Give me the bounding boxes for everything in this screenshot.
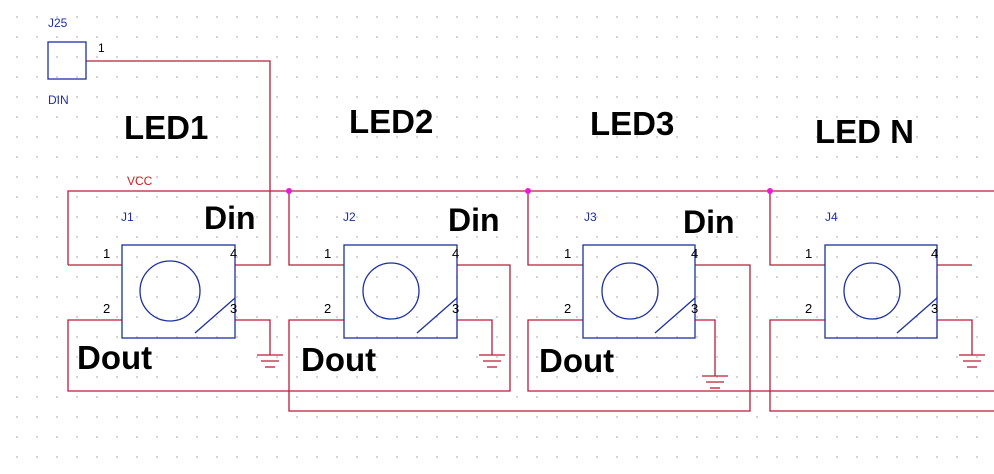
connector-label: DIN (48, 93, 69, 107)
pin-number: 3 (452, 301, 460, 316)
ground-symbol-4 (959, 340, 985, 368)
ground-symbol-1 (257, 340, 283, 368)
ref-j4: J4 (825, 210, 838, 224)
led-title-1: LED1 (124, 109, 209, 146)
dout-wire-2 (288, 264, 751, 412)
junction-dot (286, 188, 292, 194)
led-component-2 (343, 244, 458, 339)
ref-j1: J1 (121, 210, 134, 224)
pin-number: 4 (230, 246, 238, 261)
ground-symbols (257, 340, 985, 389)
connector-ref: J25 (48, 16, 68, 30)
ref-j2: J2 (343, 210, 356, 224)
dout-label-1: Dout (77, 339, 153, 376)
din-connector-box (47, 41, 87, 80)
pin-number: 1 (805, 246, 813, 261)
led-component-4 (824, 244, 938, 339)
pin-number: 3 (230, 301, 238, 316)
pin-number: 4 (452, 246, 460, 261)
pin-number: 2 (324, 301, 332, 316)
led-component-1 (121, 244, 236, 339)
junctions (286, 188, 773, 194)
pin-number: 4 (691, 246, 699, 261)
dout-label-2: Dout (301, 341, 377, 378)
led-title-4: LED N (815, 113, 914, 150)
pin-number: 2 (564, 301, 572, 316)
connector-pin: 1 (98, 41, 105, 55)
led-title-3: LED3 (590, 105, 675, 142)
din-label-2: Din (448, 202, 500, 238)
pin-number: 1 (324, 246, 332, 261)
din-wire (86, 60, 271, 266)
pin-number: 4 (931, 246, 939, 261)
ref-j3: J3 (584, 210, 597, 224)
pin-number: 3 (931, 301, 939, 316)
pin-number: 1 (564, 246, 572, 261)
led-component-3 (582, 244, 696, 339)
din-label-1: Din (204, 200, 256, 236)
vcc-label: VCC (127, 174, 153, 188)
ground-symbol-3 (702, 345, 728, 389)
ground-symbol-2 (479, 340, 505, 368)
junction-dot (767, 188, 773, 194)
led-title-2: LED2 (349, 103, 434, 140)
dout-wire-3 (527, 319, 994, 392)
pin-number: 2 (103, 301, 111, 316)
junction-dot (525, 188, 531, 194)
wires (67, 60, 994, 412)
pin-number: 1 (103, 246, 111, 261)
pin-number: 3 (691, 301, 699, 316)
pin-number: 2 (805, 301, 813, 316)
dout-label-3: Dout (539, 342, 615, 379)
vcc-rail (67, 190, 994, 265)
din-label-3: Din (683, 204, 735, 240)
